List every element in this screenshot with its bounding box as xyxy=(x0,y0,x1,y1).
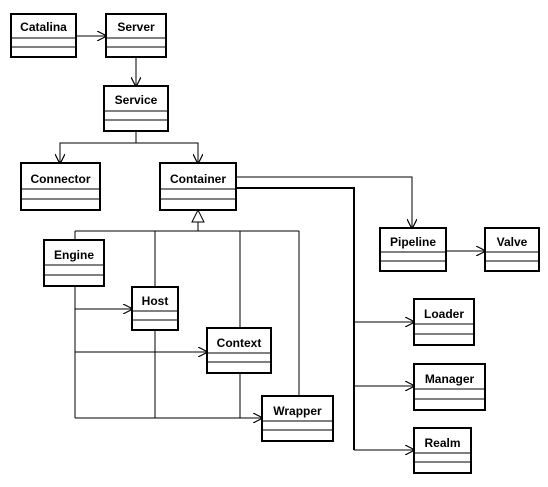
class-host[interactable]: Host xyxy=(131,286,179,331)
class-name-wrapper: Wrapper xyxy=(273,404,322,418)
classes: Catalina Server Service Connector xyxy=(10,13,540,474)
class-name-context: Context xyxy=(217,336,262,350)
class-name-server: Server xyxy=(117,20,155,34)
class-name-host: Host xyxy=(142,294,169,308)
class-loader[interactable]: Loader xyxy=(413,298,475,346)
class-catalina[interactable]: Catalina xyxy=(10,13,77,58)
class-name-service: Service xyxy=(115,93,158,107)
edge-container-bus xyxy=(236,187,355,450)
edge-service-connector xyxy=(60,131,137,163)
class-container[interactable]: Container xyxy=(159,162,237,211)
class-server[interactable]: Server xyxy=(105,13,167,58)
class-name-realm: Realm xyxy=(424,436,460,450)
class-engine[interactable]: Engine xyxy=(43,239,105,287)
class-service[interactable]: Service xyxy=(103,85,169,132)
class-name-valve: Valve xyxy=(497,235,528,249)
class-name-container: Container xyxy=(170,172,226,186)
class-wrapper[interactable]: Wrapper xyxy=(261,395,334,442)
class-name-catalina: Catalina xyxy=(20,20,67,34)
edge-container-pipeline xyxy=(236,176,412,228)
class-valve[interactable]: Valve xyxy=(484,227,540,272)
inheritance-edges xyxy=(74,208,300,418)
class-name-pipeline: Pipeline xyxy=(390,235,436,249)
class-connector[interactable]: Connector xyxy=(20,162,101,211)
class-context[interactable]: Context xyxy=(206,327,272,374)
class-manager[interactable]: Manager xyxy=(413,363,486,411)
class-name-manager: Manager xyxy=(425,372,475,386)
class-realm[interactable]: Realm xyxy=(413,427,472,474)
class-name-connector: Connector xyxy=(31,172,91,186)
edge-service-container xyxy=(136,142,198,163)
inheritance-triangle xyxy=(191,208,205,223)
class-name-loader: Loader xyxy=(424,307,464,321)
class-name-engine: Engine xyxy=(54,248,94,262)
class-pipeline[interactable]: Pipeline xyxy=(379,227,447,272)
